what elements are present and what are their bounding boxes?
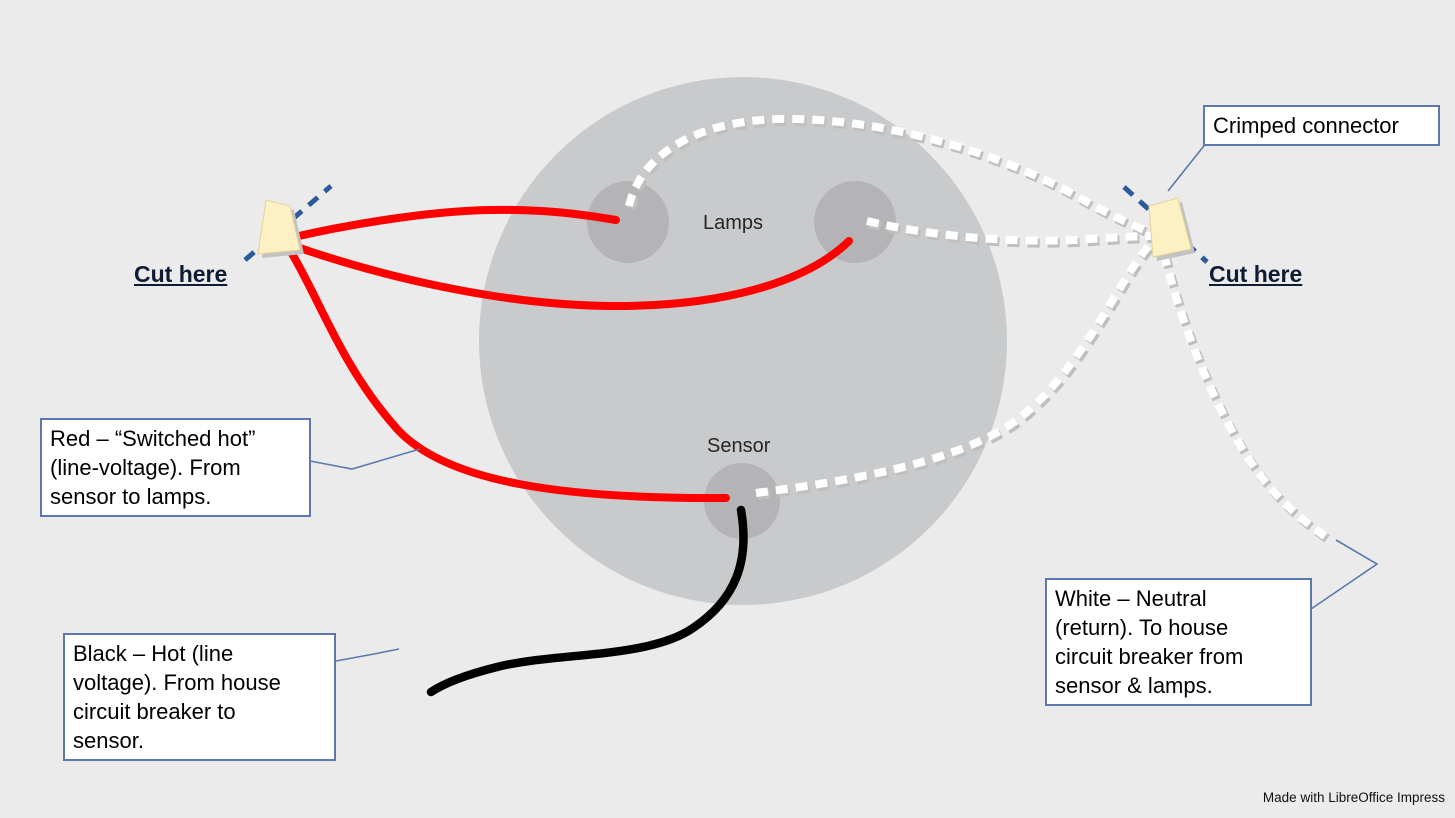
white-wire-right-lamp-to-connector — [866, 217, 1157, 245]
callout-text-line: Black – Hot (line — [73, 641, 234, 666]
crimp-connector-left — [257, 199, 301, 255]
callout-line-crimped-connector — [1167, 141, 1208, 192]
made-with-credit: Made with LibreOffice Impress — [1262, 790, 1445, 805]
black-wire-callout: Black – Hot (line voltage). From house c… — [63, 633, 336, 762]
sensor-label: Sensor — [707, 435, 771, 457]
white-wire-sensor-to-connector — [755, 234, 1160, 497]
callout-text-line: circuit breaker from — [1055, 644, 1244, 670]
cut-line-left — [243, 184, 333, 262]
crimp-connector-right — [1148, 197, 1192, 258]
white-wire-connector-to-house — [1160, 253, 1334, 545]
sensor-circle — [704, 463, 780, 539]
callout-text-line: voltage). From house — [73, 670, 281, 696]
callout-text-line: (line-voltage). From — [50, 455, 241, 481]
white-wire-left-lamp-to-connector — [625, 114, 1156, 238]
red-wire-callout: Red – “Switched hot” (line-voltage). Fro… — [40, 418, 311, 518]
red-wire-connector-to-right-lamp — [290, 237, 853, 311]
callout-line-white-wire — [1310, 539, 1379, 610]
callout-text-line: sensor & lamps. — [1055, 673, 1213, 699]
callout-text-line: Crimped connector — [1213, 113, 1399, 138]
callout-text-line: (return). To house — [1055, 615, 1229, 641]
lamp-left-circle — [587, 181, 669, 263]
callout-text-line: sensor to lamps. — [50, 484, 212, 510]
callout-text-line: circuit breaker to — [73, 699, 236, 725]
callout-text-line: sensor. — [73, 728, 144, 754]
callout-line-black-wire — [335, 648, 400, 662]
lamps-label: Lamps — [703, 212, 764, 234]
crimped-connector-callout: Crimped connector — [1203, 105, 1440, 147]
callout-text-line: White – Neutral — [1055, 586, 1207, 611]
callout-text-line: Red – “Switched hot” — [50, 426, 256, 451]
cut-here-right-label: Cut here — [1209, 261, 1303, 287]
white-wire-callout: White – Neutral (return). To house circu… — [1045, 578, 1312, 707]
cut-here-left-label: Cut here — [134, 261, 228, 287]
red-wire-connector-to-sensor — [287, 248, 730, 503]
callout-line-red-wire — [309, 448, 421, 470]
lamp-right-circle — [814, 181, 896, 263]
black-hot-wire — [426, 505, 748, 697]
red-wire-connector-to-left-lamp — [286, 205, 620, 242]
